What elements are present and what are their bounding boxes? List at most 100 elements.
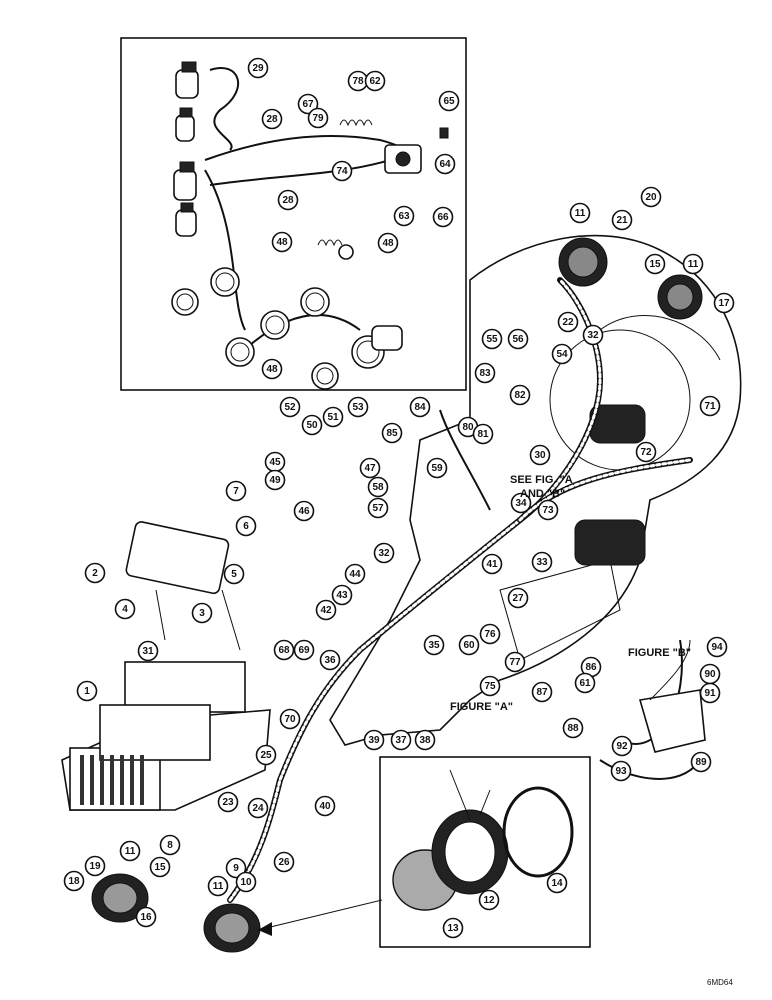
callout-75: 75	[479, 675, 501, 697]
svg-text:38: 38	[419, 735, 431, 746]
svg-text:48: 48	[276, 237, 288, 248]
callout-10: 10	[235, 871, 257, 893]
callout-32: 32	[582, 324, 604, 346]
figure-a-label: FIGURE "A"	[450, 701, 513, 713]
callout-15: 15	[149, 856, 171, 878]
svg-text:28: 28	[282, 195, 294, 206]
svg-text:36: 36	[324, 655, 336, 666]
callout-22: 22	[557, 311, 579, 333]
callout-14: 14	[546, 872, 568, 894]
svg-text:60: 60	[463, 640, 475, 651]
callout-39: 39	[363, 729, 385, 751]
see-fig-label: SEE FIG. "A	[510, 474, 573, 486]
svg-text:63: 63	[398, 211, 410, 222]
svg-text:50: 50	[306, 420, 318, 431]
callout-60: 60	[458, 634, 480, 656]
svg-text:17: 17	[718, 298, 730, 309]
callout-74: 74	[331, 160, 353, 182]
callout-80: 80	[457, 416, 479, 438]
callout-13: 13	[442, 917, 464, 939]
svg-text:4: 4	[122, 604, 128, 615]
callout-50: 50	[301, 414, 323, 436]
svg-text:58: 58	[372, 482, 384, 493]
svg-text:54: 54	[556, 349, 568, 360]
callout-55: 55	[481, 328, 503, 350]
svg-text:74: 74	[336, 166, 348, 177]
svg-text:2: 2	[92, 568, 98, 579]
svg-text:11: 11	[125, 846, 136, 857]
svg-text:35: 35	[428, 640, 440, 651]
callout-78: 78	[347, 70, 369, 92]
svg-text:43: 43	[336, 590, 348, 601]
callout-17: 17	[713, 292, 735, 314]
svg-text:15: 15	[154, 862, 166, 873]
callout-28: 28	[261, 108, 283, 130]
callout-69: 69	[293, 639, 315, 661]
svg-text:29: 29	[252, 63, 264, 74]
callout-35: 35	[423, 634, 445, 656]
callout-85: 85	[381, 422, 403, 444]
callout-21: 21	[611, 209, 633, 231]
callout-51: 51	[322, 406, 344, 428]
callout-83: 83	[474, 362, 496, 384]
svg-text:89: 89	[695, 757, 707, 768]
svg-text:16: 16	[140, 912, 152, 923]
callout-70: 70	[279, 708, 301, 730]
svg-text:79: 79	[312, 113, 324, 124]
sender-unit-icon	[173, 61, 199, 237]
svg-text:31: 31	[142, 646, 154, 657]
svg-text:90: 90	[704, 669, 716, 680]
callout-92: 92	[611, 735, 633, 757]
svg-text:75: 75	[484, 681, 496, 692]
svg-text:46: 46	[298, 506, 310, 517]
svg-text:64: 64	[439, 159, 451, 170]
svg-text:59: 59	[431, 463, 443, 474]
svg-text:45: 45	[269, 457, 281, 468]
callout-28: 28	[277, 189, 299, 211]
see-fig-label-2: AND "B"	[520, 488, 565, 500]
callout-84: 84	[409, 396, 431, 418]
svg-text:86: 86	[585, 662, 597, 673]
callout-65: 65	[438, 90, 460, 112]
callout-90: 90	[699, 663, 721, 685]
callout-64: 64	[434, 153, 456, 175]
callout-40: 40	[314, 795, 336, 817]
callout-38: 38	[414, 729, 436, 751]
svg-text:8: 8	[167, 840, 173, 851]
callout-33: 33	[531, 551, 553, 573]
callout-89: 89	[690, 751, 712, 773]
svg-text:76: 76	[484, 629, 496, 640]
callout-4: 4	[114, 598, 136, 620]
svg-text:32: 32	[378, 548, 390, 559]
svg-text:44: 44	[349, 569, 361, 580]
svg-text:3: 3	[199, 608, 205, 619]
svg-text:62: 62	[369, 76, 381, 87]
tail-lamp-icon	[91, 873, 261, 953]
callout-34: 34	[510, 492, 532, 514]
callout-91: 91	[699, 682, 721, 704]
svg-text:66: 66	[437, 212, 449, 223]
svg-text:26: 26	[278, 857, 290, 868]
svg-text:78: 78	[352, 76, 364, 87]
callout-29: 29	[247, 57, 269, 79]
callout-32: 32	[373, 542, 395, 564]
callout-37: 37	[390, 729, 412, 751]
machine-frame	[329, 234, 742, 746]
svg-text:71: 71	[704, 401, 716, 412]
svg-text:30: 30	[534, 450, 546, 461]
callout-48: 48	[271, 231, 293, 253]
svg-text:87: 87	[536, 687, 548, 698]
callout-16: 16	[135, 906, 157, 928]
headlamp-icon	[558, 237, 703, 320]
svg-text:10: 10	[240, 877, 252, 888]
callout-87: 87	[531, 681, 553, 703]
svg-text:25: 25	[260, 750, 272, 761]
svg-text:9: 9	[233, 863, 239, 874]
svg-text:88: 88	[567, 723, 579, 734]
svg-text:11: 11	[688, 259, 699, 270]
svg-text:53: 53	[352, 402, 364, 413]
svg-text:39: 39	[368, 735, 380, 746]
svg-text:68: 68	[278, 645, 290, 656]
callout-24: 24	[247, 797, 269, 819]
svg-text:21: 21	[616, 215, 628, 226]
